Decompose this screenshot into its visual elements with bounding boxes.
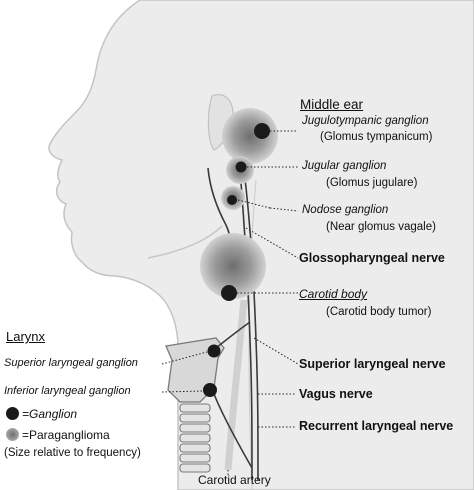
label-jugular-ganglion: Jugular ganglion: [302, 160, 387, 172]
label-jugulotympanic-ganglion: Jugulotympanic ganglion: [302, 115, 429, 127]
label-nodose-ganglion: Nodose ganglion: [302, 204, 389, 216]
legend-ganglion-label: =Ganglion: [22, 407, 78, 421]
ganglion-carotid-body: [221, 285, 237, 301]
label-larynx: Larynx: [6, 329, 46, 344]
legend-paraganglioma-label: =Paraganglioma: [22, 428, 110, 442]
label-superior-laryngeal-nerve: Superior laryngeal nerve: [299, 357, 446, 371]
label-near-glomus-vagale: (Near glomus vagale): [326, 221, 436, 233]
trachea: [179, 403, 211, 473]
legend-paraganglioma-swatch: [6, 428, 19, 441]
ganglion-superior-laryngeal: [207, 344, 221, 358]
paraganglioma-carotid-body: [200, 233, 266, 299]
head-silhouette: [48, 0, 474, 490]
recurrent-laryngeal-nerve-path: [213, 393, 253, 469]
legend-size-note: (Size relative to frequency): [4, 447, 141, 459]
label-middle-ear: Middle ear: [300, 97, 364, 112]
label-inferior-laryngeal-ganglion: Inferior laryngeal ganglion: [4, 385, 131, 397]
label-carotid-body-tumor: (Carotid body tumor): [326, 306, 432, 318]
ganglion-jugular: [235, 161, 247, 173]
label-glomus-jugulare: (Glomus jugulare): [326, 177, 418, 189]
superior-laryngeal-nerve-path: [215, 321, 251, 349]
leader-lines: [161, 130, 299, 476]
label-recurrent-laryngeal-nerve: Recurrent laryngeal nerve: [299, 419, 454, 433]
vagus-nerve-path: [243, 169, 259, 481]
label-vagus-nerve: Vagus nerve: [299, 387, 373, 401]
label-glossopharyngeal-nerve: Glossopharyngeal nerve: [299, 251, 445, 265]
jaw-outline: [147, 225, 223, 259]
ganglion-jugulotympanic: [254, 123, 270, 139]
paraganglioma-tympanicum: [222, 108, 278, 164]
label-carotid-body: Carotid body: [299, 287, 368, 301]
label-glomus-tympanicum: (Glomus tympanicum): [320, 131, 433, 143]
neck-outline: [248, 179, 257, 490]
legend-ganglion-swatch: [6, 407, 19, 420]
label-superior-laryngeal-ganglion: Superior laryngeal ganglion: [4, 357, 138, 369]
carotid-artery: [224, 299, 248, 471]
vagus-nerve-path-inner: [239, 169, 253, 481]
ganglion-inferior-laryngeal: [203, 383, 217, 397]
ganglion-nodose: [227, 195, 237, 205]
label-carotid-artery: Carotid artery: [198, 473, 271, 487]
